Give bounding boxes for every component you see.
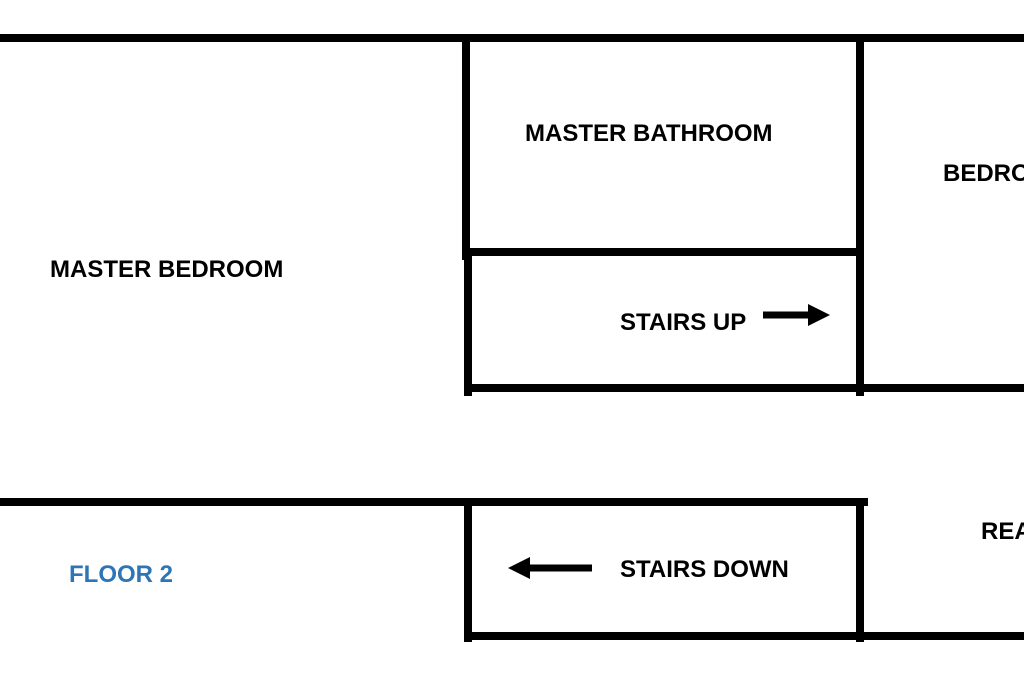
stairs-up-label: STAIRS UP	[620, 309, 746, 336]
floor-label: FLOOR 2	[69, 561, 173, 588]
master-bathroom-label: MASTER BATHROOM	[525, 120, 773, 147]
stairs-down-label: STAIRS DOWN	[620, 556, 789, 583]
walls	[0, 34, 1024, 642]
bedroom-label: BEDRO	[943, 160, 1024, 187]
rear-room-label: REA	[981, 518, 1024, 545]
stairs-down-arrow-icon	[508, 557, 592, 579]
stairs-up-arrow-icon	[763, 304, 830, 326]
master-bedroom-label: MASTER BEDROOM	[50, 256, 283, 283]
